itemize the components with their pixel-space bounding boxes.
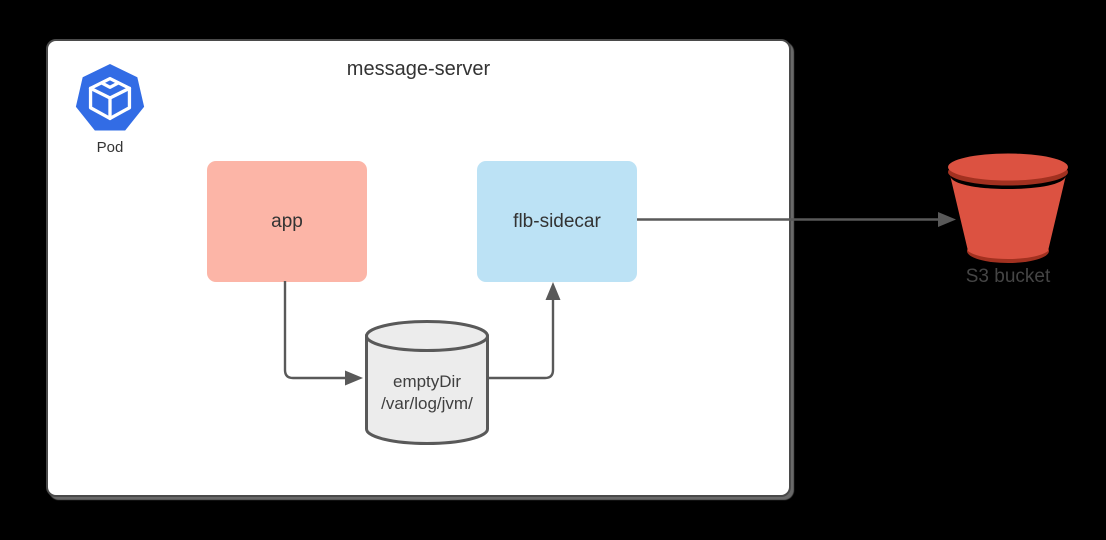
emptydir-label-line1: emptyDir [392,372,461,391]
message-server-title: message-server [346,58,491,80]
node-app: app [207,161,367,282]
s3-bucket-icon [948,153,1068,263]
node-s3-bucket: S3 bucket [946,147,1070,287]
app-label: app [271,210,303,232]
s3-bucket-label: S3 bucket [965,266,1051,287]
node-flb-sidecar: flb-sidecar [477,161,637,282]
pod-label: Pod [96,139,124,156]
emptydir-label-line2: /var/log/jvm/ [381,394,473,413]
emptydir-label: emptyDir /var/log/jvm/ [355,371,499,415]
message-server-boundary: message-server Pod app flb-sidecar [46,39,791,497]
cylinder-icon [365,320,489,445]
kubernetes-pod-icon [75,64,145,131]
pod-icon-group: Pod [75,64,145,156]
flb-sidecar-label: flb-sidecar [513,210,601,232]
node-emptydir-volume: emptyDir /var/log/jvm/ [365,320,489,445]
